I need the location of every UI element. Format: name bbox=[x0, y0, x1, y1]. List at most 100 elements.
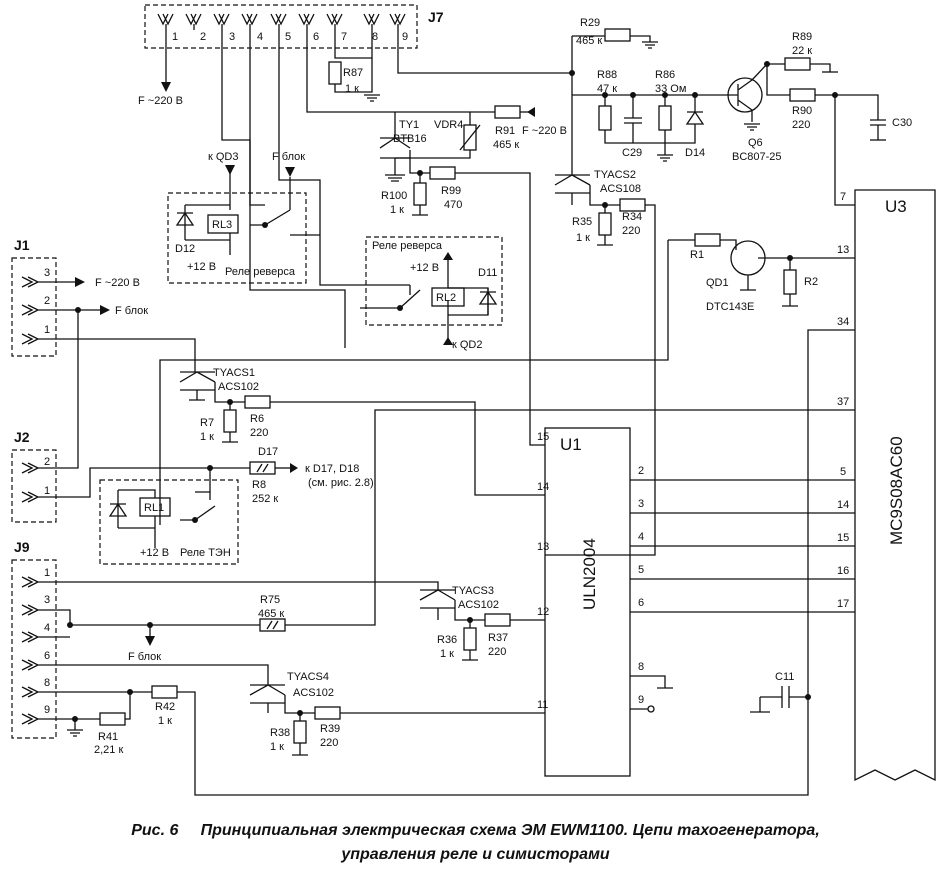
u3-pin-15: 15 bbox=[837, 532, 849, 544]
u1-pin-12: 12 bbox=[537, 606, 549, 618]
j7-pin-2: 2 bbox=[200, 31, 206, 43]
j9-pin6-wire bbox=[21, 659, 269, 685]
r38-resistor bbox=[293, 720, 307, 744]
r39-resistor bbox=[314, 706, 341, 720]
j7-pin-6: 6 bbox=[313, 31, 319, 43]
wire-r42-u3 bbox=[130, 329, 855, 796]
wire-j7-6 bbox=[306, 30, 395, 113]
figure-number: Рис. 6 bbox=[131, 822, 179, 839]
r35-resistor bbox=[598, 212, 612, 236]
wire-tyacs1-gate bbox=[214, 382, 245, 403]
r99-name: R99 bbox=[441, 185, 461, 197]
node-c11 bbox=[805, 694, 811, 700]
wire-r7 bbox=[222, 402, 238, 443]
r88-resistor bbox=[598, 105, 612, 131]
r36-name: R36 bbox=[437, 634, 457, 646]
ty1-name: TY1 bbox=[399, 119, 419, 131]
rl2-contact bbox=[399, 285, 421, 309]
d12-name: D12 bbox=[175, 243, 195, 255]
rl2-frame bbox=[365, 236, 503, 326]
wire-r88 bbox=[604, 95, 665, 144]
arrow-f220-vdr bbox=[527, 107, 535, 117]
r36-value: 1 к bbox=[440, 648, 454, 660]
r89-resistor bbox=[784, 57, 811, 71]
j2-pin1-wire bbox=[21, 467, 250, 503]
tyacs3-value: ACS102 bbox=[458, 599, 499, 611]
d11-diode bbox=[478, 288, 498, 315]
wire-j7-5 bbox=[278, 30, 410, 286]
label-f220-j1: F ~220 В bbox=[95, 277, 140, 289]
r75-name: R75 bbox=[260, 594, 280, 606]
r86-value: 33 Ом bbox=[655, 83, 686, 95]
arrow-fblok-j1 bbox=[100, 305, 110, 315]
tyacs2-name: TYACS2 bbox=[594, 169, 636, 181]
rl3-contact bbox=[250, 177, 320, 236]
wires-u1-u3 bbox=[630, 479, 855, 613]
j9-pin-6: 6 bbox=[44, 650, 50, 662]
gnd-j9 bbox=[67, 719, 83, 737]
wire-r41 bbox=[125, 692, 131, 720]
j1-pin2-wire bbox=[21, 304, 100, 316]
r86-name: R86 bbox=[655, 69, 675, 81]
j7-label: J7 bbox=[428, 9, 444, 25]
q6-body bbox=[725, 79, 753, 111]
j9-label: J9 bbox=[14, 539, 30, 555]
r75-resistor bbox=[259, 618, 286, 632]
r2-resistor bbox=[783, 269, 797, 295]
j9-pin3-wire bbox=[21, 604, 71, 625]
rl3-coil bbox=[207, 214, 239, 234]
r7-value: 1 к bbox=[200, 431, 214, 443]
ty1-triac bbox=[379, 112, 411, 159]
j7-fork-8 bbox=[363, 13, 380, 30]
rl1-caption: Реле ТЭН bbox=[180, 547, 231, 559]
arrow-f220-j1 bbox=[75, 277, 85, 287]
ty1-value: BTB16 bbox=[393, 133, 427, 145]
u1-pin-4: 4 bbox=[638, 531, 644, 543]
j9-pin4-wire bbox=[21, 631, 70, 643]
u1-part: ULN2004 bbox=[580, 538, 599, 610]
figure-title-line1: Принципиальная электрическая схема ЭМ EW… bbox=[200, 822, 820, 839]
r90-name: R90 bbox=[792, 105, 812, 117]
wire-r2 bbox=[782, 258, 798, 307]
arrow-fblok-j9 bbox=[145, 636, 155, 646]
r6-name: R6 bbox=[250, 413, 264, 425]
rl2-caption: Реле реверса bbox=[372, 240, 443, 252]
j7-fork-4 bbox=[241, 13, 258, 30]
u1-pin-11: 11 bbox=[537, 699, 548, 711]
schematic-diagram: J7 1 2 3 4 5 6 7 8 9 F ~220 В R87 1 к R2… bbox=[11, 4, 936, 796]
j7-fork-1 bbox=[157, 13, 174, 30]
rl3-frame bbox=[167, 192, 307, 284]
gnd-tyacs1 bbox=[189, 390, 205, 401]
u1-pin-6: 6 bbox=[638, 597, 644, 609]
r88-value: 47 к bbox=[597, 83, 617, 95]
r1-resistor bbox=[694, 233, 721, 247]
r90-resistor bbox=[789, 88, 816, 102]
r35-value: 1 к bbox=[576, 232, 590, 244]
wire-r36 bbox=[462, 620, 478, 661]
q6-value: BC807-25 bbox=[732, 151, 782, 163]
r87-name: R87 bbox=[343, 67, 363, 79]
wire-tyacs4-gate bbox=[284, 695, 315, 714]
wire-r100 bbox=[412, 173, 428, 216]
j2-frame bbox=[11, 449, 57, 523]
wire-j1-2-j2 bbox=[38, 310, 79, 469]
r39-value: 220 bbox=[320, 737, 338, 749]
j7-pin-9: 9 bbox=[402, 31, 408, 43]
wire-r34-u1 bbox=[545, 204, 656, 556]
rl1-frame bbox=[99, 479, 239, 565]
c29-name: C29 bbox=[622, 147, 642, 159]
j9-pin-1: 1 bbox=[44, 567, 50, 579]
r91-value: 465 к bbox=[493, 139, 519, 151]
wire-r87 bbox=[334, 58, 373, 93]
j7-fork-2 bbox=[185, 13, 202, 30]
wire-r75-u3 bbox=[285, 409, 855, 626]
wire-r38 bbox=[292, 713, 308, 756]
gnd-c11 bbox=[750, 697, 770, 713]
c29-capacitor bbox=[624, 95, 642, 143]
wire-u3-7 bbox=[834, 95, 855, 206]
j7-pin-8: 8 bbox=[372, 31, 378, 43]
r42-name: R42 bbox=[155, 701, 175, 713]
node-rl3 bbox=[262, 222, 268, 228]
r42-value: 1 к bbox=[158, 715, 172, 727]
j2-label: J2 bbox=[14, 429, 30, 445]
